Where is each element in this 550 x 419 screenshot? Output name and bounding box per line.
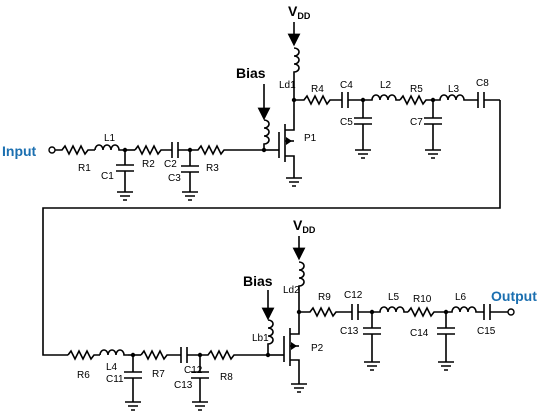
ground-c14 bbox=[438, 361, 454, 371]
stage-2 bbox=[67, 236, 515, 411]
label-c12-b: C12 bbox=[344, 290, 363, 301]
resistor-r4 bbox=[294, 94, 338, 106]
resistor-r1 bbox=[55, 144, 95, 156]
vdd-label-2: VDD bbox=[293, 217, 316, 235]
label-c3: C3 bbox=[168, 173, 181, 184]
capacitor-c5 bbox=[354, 100, 372, 150]
label-l1: L1 bbox=[104, 133, 116, 144]
ground-p1 bbox=[286, 177, 302, 187]
label-r4: R4 bbox=[311, 84, 324, 95]
ground-c1 bbox=[117, 191, 133, 201]
capacitor-c2 bbox=[165, 142, 190, 158]
inductor-ld2 bbox=[298, 261, 305, 312]
label-r3: R3 bbox=[206, 163, 219, 174]
label-c11: C11 bbox=[106, 374, 124, 385]
output-label: Output bbox=[491, 288, 537, 304]
ground-c13-b bbox=[364, 361, 380, 371]
capacitor-c15 bbox=[483, 304, 508, 320]
inductor-l1 bbox=[94, 144, 122, 151]
label-l4: L4 bbox=[106, 362, 118, 373]
ground-c3 bbox=[182, 191, 198, 201]
input-terminal bbox=[48, 146, 56, 154]
inductor-lb1 bbox=[267, 319, 274, 355]
label-c1: C1 bbox=[101, 171, 114, 182]
label-r5: R5 bbox=[410, 84, 423, 95]
capacitor-c3 bbox=[181, 150, 199, 192]
ground-c11 bbox=[125, 401, 141, 411]
inductor-lb-1 bbox=[263, 119, 270, 150]
label-r2: R2 bbox=[142, 159, 155, 170]
label-r8: R8 bbox=[220, 372, 233, 383]
label-c15: C15 bbox=[477, 326, 496, 337]
label-c14: C14 bbox=[410, 328, 429, 339]
bias-label-1: Bias bbox=[236, 65, 266, 81]
label-r10: R10 bbox=[413, 294, 432, 305]
label-c2: C2 bbox=[164, 159, 177, 170]
transistor-p1 bbox=[278, 114, 295, 178]
label-lb1: Lb1 bbox=[252, 333, 269, 344]
transistor-p2 bbox=[283, 312, 300, 384]
label-ld2: Ld2 bbox=[283, 285, 300, 296]
interstage-wire bbox=[42, 100, 501, 356]
resistor-r2 bbox=[134, 144, 165, 156]
capacitor-c1 bbox=[116, 150, 134, 192]
capacitor-c13-b bbox=[363, 312, 381, 362]
label-c5: C5 bbox=[340, 117, 353, 128]
label-c8: C8 bbox=[476, 78, 489, 89]
capacitor-c11 bbox=[124, 355, 142, 402]
inductor-l5 bbox=[372, 306, 408, 313]
capacitor-c4 bbox=[338, 92, 363, 108]
label-r9: R9 bbox=[318, 292, 331, 303]
resistor-r8 bbox=[200, 349, 268, 361]
inductor-l4 bbox=[99, 349, 128, 356]
ground-c7 bbox=[425, 149, 441, 159]
inductor-l3 bbox=[433, 94, 478, 101]
resistor-r6 bbox=[67, 349, 100, 361]
label-ld1: Ld1 bbox=[279, 80, 296, 91]
capacitor-c12-b bbox=[347, 304, 372, 320]
label-l2: L2 bbox=[380, 80, 392, 91]
resistor-r5 bbox=[399, 94, 433, 106]
capacitor-c8 bbox=[477, 92, 500, 108]
label-l5: L5 bbox=[388, 292, 400, 303]
ground-c13-a bbox=[192, 401, 208, 411]
inductor-ld1 bbox=[293, 47, 300, 100]
capacitor-c13-a bbox=[191, 355, 209, 402]
stage-1 bbox=[42, 22, 501, 356]
label-c12-a: C12 bbox=[184, 365, 203, 376]
input-label: Input bbox=[2, 143, 37, 159]
label-c13-b: C13 bbox=[340, 326, 359, 337]
resistor-r9 bbox=[299, 306, 347, 318]
label-r1: R1 bbox=[78, 163, 91, 174]
label-r7: R7 bbox=[152, 369, 165, 380]
capacitor-c14 bbox=[437, 312, 455, 362]
bias-label-2: Bias bbox=[243, 273, 273, 289]
resistor-r10 bbox=[407, 306, 446, 318]
ground-c5 bbox=[355, 149, 371, 159]
label-c4: C4 bbox=[340, 80, 353, 91]
label-l3: L3 bbox=[448, 84, 460, 95]
label-l6: L6 bbox=[455, 292, 467, 303]
capacitor-c7 bbox=[424, 100, 442, 150]
label-p2: P2 bbox=[311, 343, 324, 354]
output-terminal bbox=[507, 308, 515, 316]
label-c7: C7 bbox=[410, 117, 423, 128]
ground-p2 bbox=[291, 383, 307, 393]
label-p1: P1 bbox=[304, 133, 317, 144]
inductor-l6 bbox=[446, 306, 484, 313]
label-c13-a: C13 bbox=[174, 380, 193, 391]
resistor-r7 bbox=[140, 349, 175, 361]
capacitor-c12-a bbox=[175, 347, 200, 363]
resistor-r3 bbox=[190, 144, 262, 156]
inductor-l2 bbox=[363, 94, 400, 101]
vdd-label-1: VDD bbox=[288, 3, 311, 21]
label-r6: R6 bbox=[77, 370, 90, 381]
